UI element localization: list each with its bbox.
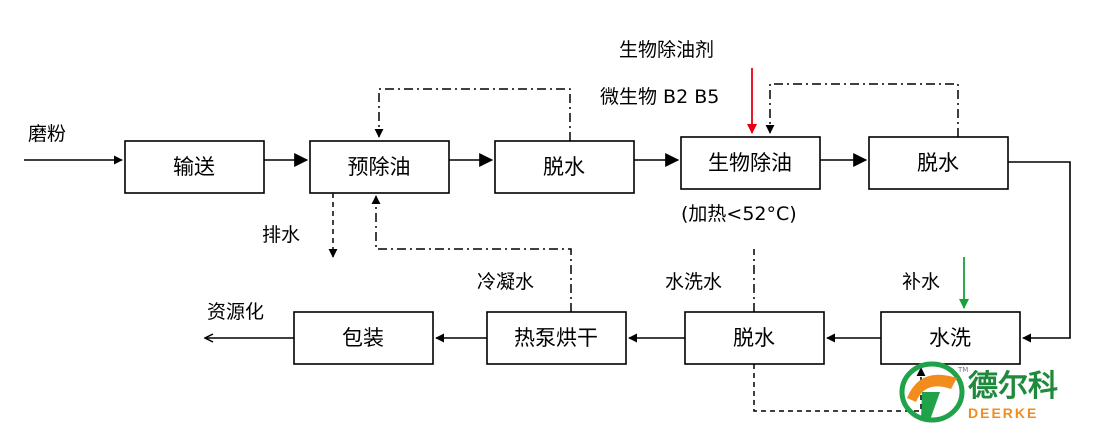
box-heat-pump-drying-label: 热泵烘干 xyxy=(514,326,598,350)
logo-tm: TM xyxy=(957,366,968,374)
recycle-dewatering-2-to-bio-degreasing xyxy=(765,83,959,137)
label-wash-water: 水洗水 xyxy=(665,271,722,293)
box-dewatering-1: 脱水 xyxy=(494,140,635,194)
deerke-logo: TM 德尔科 DEERKE xyxy=(899,361,1058,423)
label-condensate-water: 冷凝水 xyxy=(477,271,534,293)
box-dewatering-2-label: 脱水 xyxy=(917,151,959,175)
arrow-dewatering-2-to-washing xyxy=(1008,161,1071,343)
box-dewatering-3: 脱水 xyxy=(684,311,825,365)
box-dewatering-2: 脱水 xyxy=(868,136,1009,190)
box-conveying: 输送 xyxy=(124,140,265,194)
recycle-dewatering-3-to-washing xyxy=(753,364,926,412)
logo-name-cn: 德尔科 xyxy=(968,369,1058,404)
box-pre-degreasing-label: 预除油 xyxy=(348,155,411,179)
label-drain-water: 排水 xyxy=(262,224,300,246)
box-washing: 水洗 xyxy=(880,311,1021,365)
box-dewatering-3-label: 脱水 xyxy=(733,326,775,350)
label-heating-note: (加热<52°C) xyxy=(681,203,797,225)
label-microbe-strains: 微生物 B2 B5 xyxy=(600,86,719,108)
box-packaging: 包装 xyxy=(293,311,434,365)
box-heat-pump-drying: 热泵烘干 xyxy=(486,311,627,365)
label-grinding: 磨粉 xyxy=(28,123,66,145)
label-makeup-water: 补水 xyxy=(902,271,940,293)
box-conveying-label: 输送 xyxy=(173,155,215,179)
box-packaging-label: 包装 xyxy=(342,326,384,350)
box-pre-degreasing: 预除油 xyxy=(309,140,450,194)
box-washing-label: 水洗 xyxy=(929,326,971,350)
label-bio-agent: 生物除油剂 xyxy=(619,39,714,61)
box-bio-degreasing: 生物除油 xyxy=(680,136,821,190)
recycle-dewatering-1-to-pre-degreasing xyxy=(374,88,571,141)
label-resource-output: 资源化 xyxy=(207,301,264,323)
logo-name-en: DEERKE xyxy=(968,405,1038,421)
recycle-condensate-to-pre-degreasing xyxy=(371,195,572,312)
deerke-emblem-icon xyxy=(899,361,965,423)
box-bio-degreasing-label: 生物除油 xyxy=(708,151,792,175)
box-dewatering-1-label: 脱水 xyxy=(543,155,585,179)
